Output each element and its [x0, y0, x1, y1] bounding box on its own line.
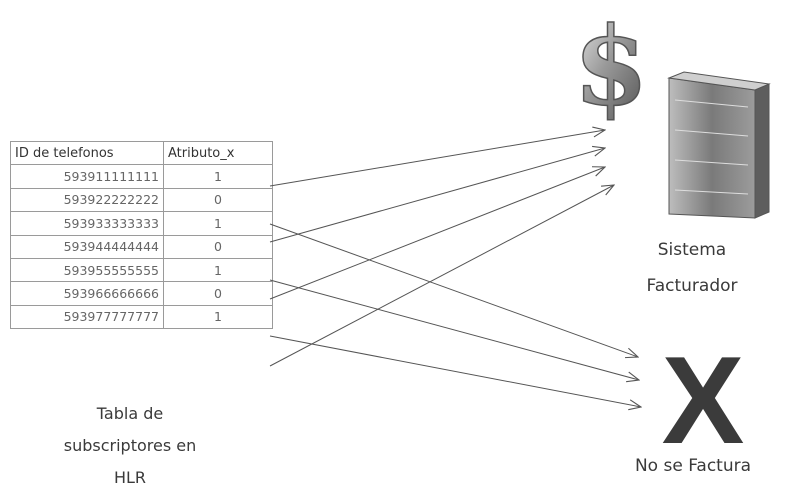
arrows-to-no-billing — [269, 223, 641, 407]
table-caption: Tabla de subscriptores en HLR — [30, 398, 230, 494]
hlr-subscriber-table: ID de telefonos Atributo_x 593911111111 … — [10, 140, 273, 330]
arrow-to-no-billing — [269, 279, 639, 380]
attribute-cell: 1 — [163, 257, 273, 283]
table-row: 593933333333 1 — [10, 211, 273, 236]
billing-label-line: Facturador — [646, 276, 738, 296]
attribute-cell: 0 — [163, 234, 273, 259]
arrow-to-billing — [269, 185, 614, 367]
table-row: 593977777777 1 — [10, 304, 273, 330]
table-row: 593955555555 1 — [10, 257, 273, 283]
table-row: 593922222222 0 — [10, 187, 273, 213]
arrow-to-billing — [269, 130, 605, 187]
billing-system-label: Sistema Facturador — [602, 232, 782, 304]
column-header-attribute: Atributo_x — [163, 140, 273, 166]
no-billing-label: No se Factura — [634, 456, 752, 476]
billing-label-line: Sistema — [657, 240, 727, 260]
table-row: 593944444444 0 — [10, 234, 273, 259]
table-caption-line: HLR — [113, 468, 147, 487]
arrow-to-billing — [269, 167, 605, 300]
arrow-to-no-billing — [269, 335, 641, 407]
attribute-cell: 0 — [163, 281, 273, 306]
arrows-to-billing — [269, 130, 614, 367]
phone-id-cell: 593955555555 — [10, 257, 164, 283]
phone-id-cell: 593922222222 — [10, 187, 164, 213]
table-caption-line: subscriptores en — [63, 436, 197, 455]
table-header-row: ID de telefonos Atributo_x — [10, 140, 273, 166]
phone-id-cell: 593944444444 — [10, 234, 164, 259]
attribute-cell: 1 — [163, 304, 273, 330]
column-header-phone-id: ID de telefonos — [10, 140, 164, 166]
dollar-sign-icon: $ — [573, 3, 650, 131]
phone-id-cell: 593977777777 — [10, 304, 164, 330]
phone-id-cell: 593933333333 — [10, 211, 164, 236]
server-tower-icon — [667, 71, 771, 219]
phone-id-cell: 593966666666 — [10, 281, 164, 306]
svg-text:$: $ — [573, 4, 648, 130]
table-row: 593966666666 0 — [10, 281, 273, 306]
table-caption-line: Tabla de — [96, 404, 164, 423]
x-symbol-icon: X — [662, 332, 745, 470]
arrow-to-billing — [269, 148, 605, 243]
arrow-to-no-billing — [269, 223, 638, 357]
attribute-cell: 1 — [163, 164, 273, 189]
svg-text:X: X — [662, 332, 745, 470]
